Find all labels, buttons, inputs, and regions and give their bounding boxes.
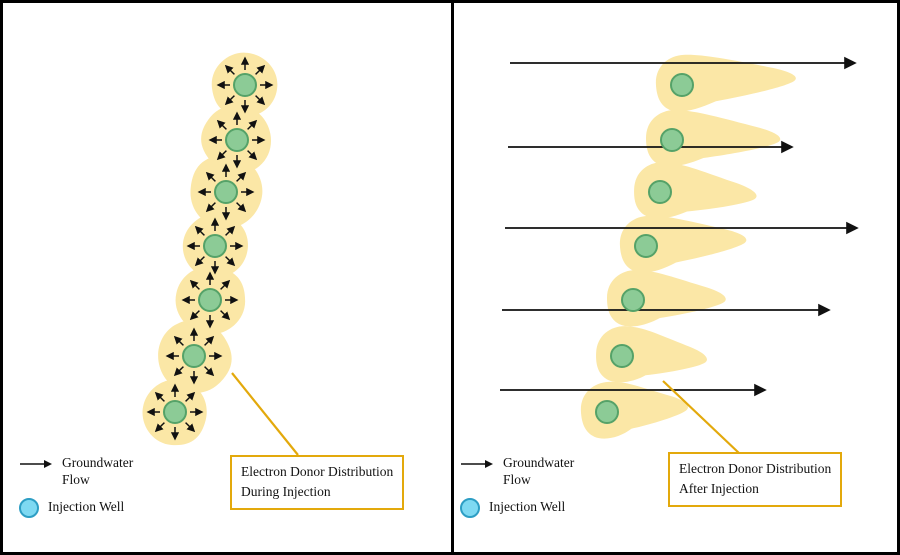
injection-spread-arrow bbox=[204, 366, 215, 377]
injection-spread-arrow bbox=[220, 310, 231, 321]
callout-during-injection: Electron Donor Distribution During Injec… bbox=[230, 455, 405, 510]
injection-spread-arrow bbox=[204, 335, 215, 346]
legend: Groundwater Flow Injection Well bbox=[19, 455, 150, 518]
callout-text-line1: Electron Donor Distribution bbox=[679, 461, 832, 476]
injection-spread-arrow bbox=[185, 391, 196, 402]
injection-well-marker bbox=[621, 288, 645, 312]
injection-well-marker bbox=[610, 344, 634, 368]
donor-blob bbox=[619, 215, 747, 273]
injection-spread-arrow bbox=[216, 119, 227, 130]
injection-spread-arrow bbox=[189, 279, 200, 290]
callout-text-line2: After Injection bbox=[679, 481, 759, 497]
injection-well-marker bbox=[670, 73, 694, 97]
callout-leader-line bbox=[662, 380, 741, 455]
injection-spread-arrow bbox=[247, 150, 258, 161]
injection-spread-arrow bbox=[236, 171, 247, 182]
injection-spread-arrow bbox=[224, 95, 235, 106]
legend-injection-well: Injection Well bbox=[19, 497, 150, 518]
injection-spread-arrow bbox=[216, 150, 227, 161]
donor-blob bbox=[580, 381, 688, 439]
injection-spread-arrow bbox=[205, 171, 216, 182]
groundwater-flow-arrow-icon bbox=[461, 460, 493, 468]
injection-well-marker bbox=[198, 288, 222, 312]
legend-groundwater-flow: Groundwater Flow bbox=[19, 455, 150, 489]
injection-spread-arrow bbox=[194, 256, 205, 267]
callout-after-injection: Electron Donor Distribution After Inject… bbox=[668, 452, 843, 507]
injection-well-marker bbox=[182, 344, 206, 368]
groundwater-flow-label: Groundwater Flow bbox=[503, 455, 575, 487]
injection-well-marker bbox=[163, 400, 187, 424]
injection-spread-arrow bbox=[173, 335, 184, 346]
injection-well-marker bbox=[648, 180, 672, 204]
injection-well-marker bbox=[225, 128, 249, 152]
callout-text-line2: During Injection bbox=[241, 484, 331, 500]
donor-blob bbox=[646, 110, 781, 167]
injection-well-label: Injection Well bbox=[48, 499, 125, 515]
injection-spread-arrow bbox=[189, 310, 200, 321]
injection-spread-arrow bbox=[247, 119, 258, 130]
injection-well-icon bbox=[19, 497, 39, 518]
injection-spread-arrow bbox=[255, 64, 266, 75]
injection-spread-arrow bbox=[154, 422, 165, 433]
injection-spread-arrow bbox=[225, 225, 236, 236]
injection-well-label: Injection Well bbox=[489, 499, 566, 515]
injection-spread-arrow bbox=[224, 64, 235, 75]
callout-text-line1: Electron Donor Distribution bbox=[241, 464, 394, 479]
injection-well-marker bbox=[595, 400, 619, 424]
injection-spread-arrow bbox=[255, 95, 266, 106]
donor-blob bbox=[655, 54, 796, 112]
injection-well-marker bbox=[203, 234, 227, 258]
injection-spread-arrow bbox=[220, 279, 231, 290]
injection-well-marker bbox=[660, 128, 684, 152]
injection-spread-arrow bbox=[154, 391, 165, 402]
injection-spread-arrow bbox=[194, 225, 205, 236]
injection-spread-arrow bbox=[205, 202, 216, 213]
legend-groundwater-flow: Groundwater Flow bbox=[460, 455, 591, 489]
panel-after-injection: Groundwater Flow Injection Well Electron… bbox=[454, 3, 897, 552]
groundwater-flow-arrow-icon bbox=[20, 460, 52, 468]
injection-spread-arrow bbox=[185, 422, 196, 433]
callout-leader-line bbox=[231, 372, 299, 456]
legend: Groundwater Flow Injection Well bbox=[460, 455, 591, 518]
injection-well-marker bbox=[634, 234, 658, 258]
donor-blob bbox=[596, 326, 707, 383]
injection-well-marker bbox=[233, 73, 257, 97]
groundwater-flow-label: Groundwater Flow bbox=[62, 455, 134, 487]
panel-divider bbox=[451, 3, 454, 552]
during-injection-diagram bbox=[142, 52, 299, 456]
injection-well-icon bbox=[460, 497, 480, 518]
panel-during-injection: Groundwater Flow Injection Well Electron… bbox=[3, 3, 451, 552]
injection-spread-arrow bbox=[173, 366, 184, 377]
injection-spread-arrow bbox=[236, 202, 247, 213]
injection-spread-arrow bbox=[225, 256, 236, 267]
donor-blob bbox=[607, 270, 726, 327]
after-injection-diagram bbox=[500, 54, 859, 455]
injection-well-marker bbox=[214, 180, 238, 204]
legend-injection-well: Injection Well bbox=[460, 497, 591, 518]
donor-blob bbox=[634, 162, 757, 219]
